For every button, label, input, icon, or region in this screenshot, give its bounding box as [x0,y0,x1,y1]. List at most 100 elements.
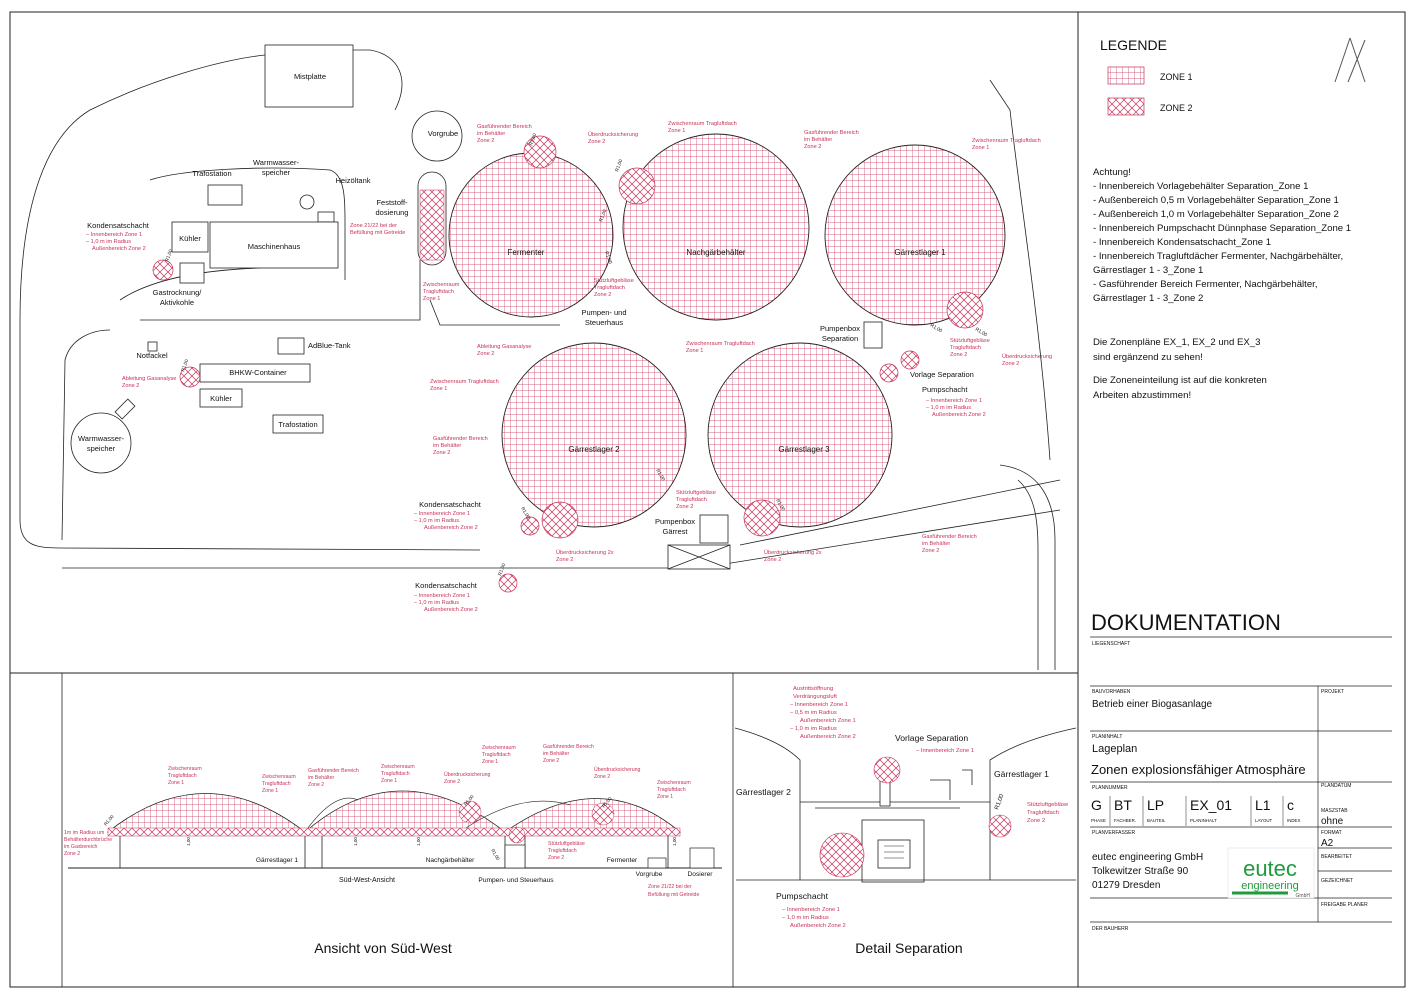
svg-text:LP: LP [1147,797,1164,813]
label-ww1: Warmwasser- [253,158,299,167]
section-view [68,790,722,869]
label-pbsep2: Separation [822,334,858,343]
plan-number-ticks [1109,796,1284,826]
sheet-border [9,11,1406,988]
plan-number-codes: G BT LP EX_01 L1 c [1091,797,1294,813]
legend-zone2-swatch [1107,97,1145,116]
tank-label-gl3: Gärrestlager 3 [778,445,830,454]
notfackel-box [147,341,158,352]
svg-text:Arbeiten abzustimmen!: Arbeiten abzustimmen! [1093,390,1191,401]
legend-zone1-swatch [1107,66,1145,85]
svg-text:sind ergänzend zu sehen!: sind ergänzend zu sehen! [1093,352,1203,363]
label-kond2: Kondensatschacht [419,500,482,509]
svg-text:eutec: eutec [1243,856,1297,881]
label-feststoff2: dosierung [376,208,409,217]
svg-text:R1,00: R1,00 [497,562,507,576]
label-feststoff1: Feststoff- [376,198,408,207]
svg-text:R1,00: R1,00 [463,794,475,807]
radius-labels: R1,00 R1,00 R1,00 R1,00 R1,00 R1,00 R1,0… [164,132,988,576]
svg-text:FREIGABE PLANER: FREIGABE PLANER [1321,902,1368,908]
label-kuehler2: Kühler [210,394,232,403]
label-kond1: Kondensatschacht [87,221,150,230]
svg-text:Dosierer: Dosierer [688,871,714,878]
svg-text:eutec engineering GmbH: eutec engineering GmbH [1092,852,1203,863]
svg-text:ohne: ohne [1321,816,1344,827]
eutec-logo: eutec engineering GmbH [1227,847,1315,899]
svg-text:LAYOUT: LAYOUT [1255,818,1273,823]
rot-box [114,398,136,420]
svg-text:– Innenbereich Zone 1– 1,0 m i: – Innenbereich Zone 1– 1,0 m im RadiusAu… [782,907,846,929]
svg-text:- Innenbereich Tragluftdächer: - Innenbereich Tragluftdächer Fermenter,… [1093,251,1343,262]
svg-text:R1,00: R1,00 [601,796,613,809]
svg-text:BAUTEIL: BAUTEIL [1147,818,1166,823]
bhkw-box [199,363,311,383]
svg-text:Gärrestlager 1 - 3_Zone 1: Gärrestlager 1 - 3_Zone 1 [1093,265,1203,276]
detail-zone-stuetz [988,814,1012,838]
legend-zone1: ZONE 1 [1160,72,1193,82]
detail-labels: Gärrestlager 2 Gärrestlager 1 Vorlage Se… [736,733,1049,901]
svg-text:Die Zoneneinteilung ist auf di: Die Zoneneinteilung ist auf die konkrete… [1093,375,1267,386]
svg-text:– Innenbereich Zone 1– 1,0 m i: – Innenbereich Zone 1– 1,0 m im RadiusAu… [926,398,986,418]
detail-zone-pumpschacht [819,832,865,878]
svg-text:GmbH: GmbH [1296,893,1311,899]
svg-text:R1,00: R1,00 [598,208,608,222]
tank-label-gl1: Gärrestlager 1 [894,248,946,257]
svg-text:01279 Dresden: 01279 Dresden [1092,880,1160,891]
svg-text:BAUVORHABEN: BAUVORHABEN [1092,689,1131,695]
plan-number-labels: PHASE FACHBER. BAUTEIL PLANINHALT LAYOUT… [1091,818,1300,823]
north-arrow-icon [1334,37,1366,83]
svg-text:- Außenbereich 1,0 m Vorlagebe: - Außenbereich 1,0 m Vorlagebehälter Sep… [1093,209,1339,220]
svg-text:INDEX: INDEX [1287,818,1300,823]
svg-text:BEARBEITET: BEARBEITET [1321,854,1352,860]
mistplatte-box [264,44,354,108]
label-notfackel: Notfackel [136,351,168,360]
svg-text:Gärrestlager 1: Gärrestlager 1 [994,769,1049,779]
label-mistplatte: Mistplatte [294,72,326,81]
titleblock-values: Betrieb einer Biogasanlage Lageplan Zone… [1091,699,1344,891]
svg-text:PLANVERFASSER: PLANVERFASSER [1092,830,1135,836]
svg-text:LIEGENSCHAFT: LIEGENSCHAFT [1092,641,1130,647]
label-kond3: Kondensatschacht [415,581,478,590]
doc-title: DOKUMENTATION [1091,610,1281,635]
svg-text:G: G [1091,797,1102,813]
svg-text:- Gasführender Bereich Ferment: - Gasführender Bereich Fermenter, Nachgä… [1093,279,1318,290]
section-subtitle: Süd-West-Ansicht [339,877,395,884]
svg-text:R1,00: R1,00 [528,132,538,146]
detail-view [734,727,1077,883]
svg-text:Vorlage Separation: Vorlage Separation [895,733,968,743]
svg-text:Achtung!: Achtung! [1093,167,1131,178]
section-title: Ansicht von Süd-West [314,940,452,956]
titleblock-field-labels: LIEGENSCHAFT BAUVORHABEN PROJEKT PLANINH… [1092,641,1368,932]
label-trafo2: Trafostation [278,420,317,429]
svg-text:engineering: engineering [1241,880,1299,892]
legend-title: LEGENDE [1100,37,1167,53]
label-pbg1: Pumpenbox [655,517,695,526]
svg-text:– Innenbereich Zone 1– 1,0 m i: – Innenbereich Zone 1– 1,0 m im Radius.A… [414,511,478,531]
pumpenbox-separation [863,321,883,349]
svg-text:Lageplan: Lageplan [1092,743,1137,755]
svg-text:L1: L1 [1255,797,1271,813]
svg-text:– Innenbereich Zone 1– 1,0 m i: – Innenbereich Zone 1– 1,0 m im RadiusAu… [414,593,478,613]
label-heizoel: Heizöltank [335,176,370,185]
